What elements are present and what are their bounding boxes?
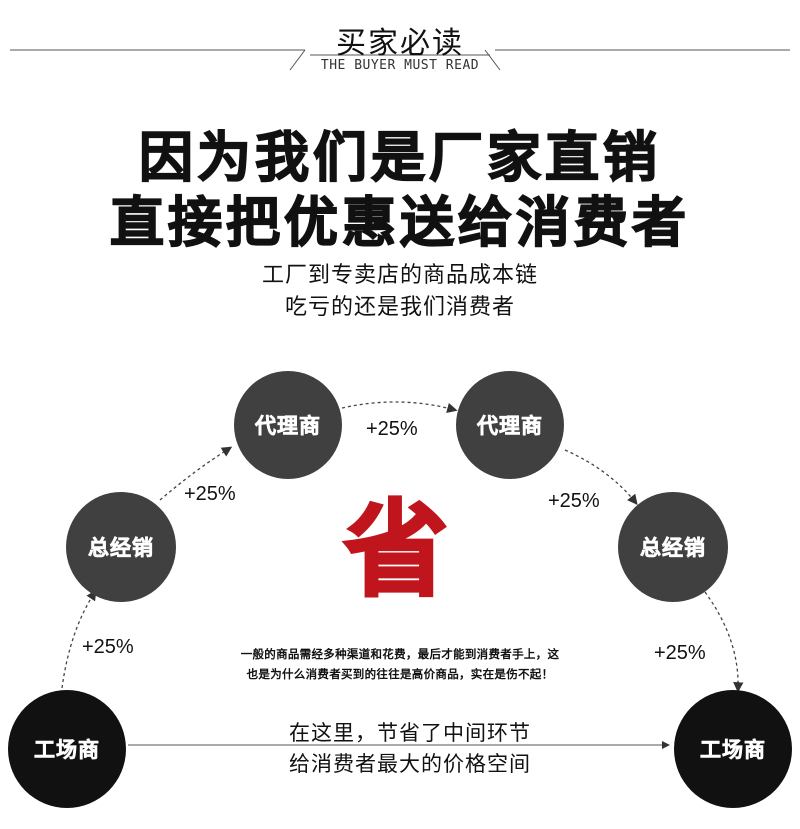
subline-line-1: 工厂到专卖店的商品成本链 bbox=[261, 263, 538, 288]
node-distributor-left: 总经销 bbox=[66, 492, 176, 602]
node-agent-right: 代理商 bbox=[456, 371, 564, 479]
bottom-line-2: 给消费者最大的价格空间 bbox=[289, 752, 531, 776]
header-subtitle: THE BUYER MUST READ bbox=[320, 58, 480, 73]
header-title: 买家必读 bbox=[336, 26, 464, 61]
subline-line-2: 吃亏的还是我们消费者 bbox=[284, 295, 515, 320]
headline-line-1: 因为我们是厂家直销 bbox=[138, 125, 661, 190]
markup-label-4: +25% bbox=[548, 490, 600, 512]
node-distributor-right: 总经销 bbox=[618, 492, 728, 602]
arrow-distributor-to-factory bbox=[704, 591, 744, 693]
markup-label-3: +25% bbox=[366, 418, 418, 440]
markup-label-1: +25% bbox=[82, 636, 134, 658]
markup-label-2: +25% bbox=[184, 483, 236, 505]
arrow-factory-to-distributor bbox=[61, 589, 97, 689]
markup-label-5: +25% bbox=[654, 642, 706, 664]
arrow-distributor-to-agent bbox=[159, 446, 233, 501]
arrow-agent-to-distributor bbox=[564, 449, 638, 506]
node-factory-left: 工场商 bbox=[8, 690, 126, 808]
description-line-1: 一般的商品需经多种渠道和花费，最后才能到消费者手上，这 bbox=[240, 647, 560, 661]
headline-line-2: 直接把优惠送给消费者 bbox=[109, 190, 690, 255]
node-factory-right: 工场商 bbox=[674, 690, 792, 808]
header-divider bbox=[10, 49, 790, 71]
description-line-2: 也是为什么消费者买到的往往是高价商品，实在是伤不起！ bbox=[246, 667, 554, 681]
arrow-agent-to-agent bbox=[341, 401, 458, 413]
save-character: 省 bbox=[342, 489, 449, 611]
bottom-line-1: 在这里，节省了中间环节 bbox=[289, 721, 531, 745]
node-agent-left: 代理商 bbox=[234, 371, 342, 479]
